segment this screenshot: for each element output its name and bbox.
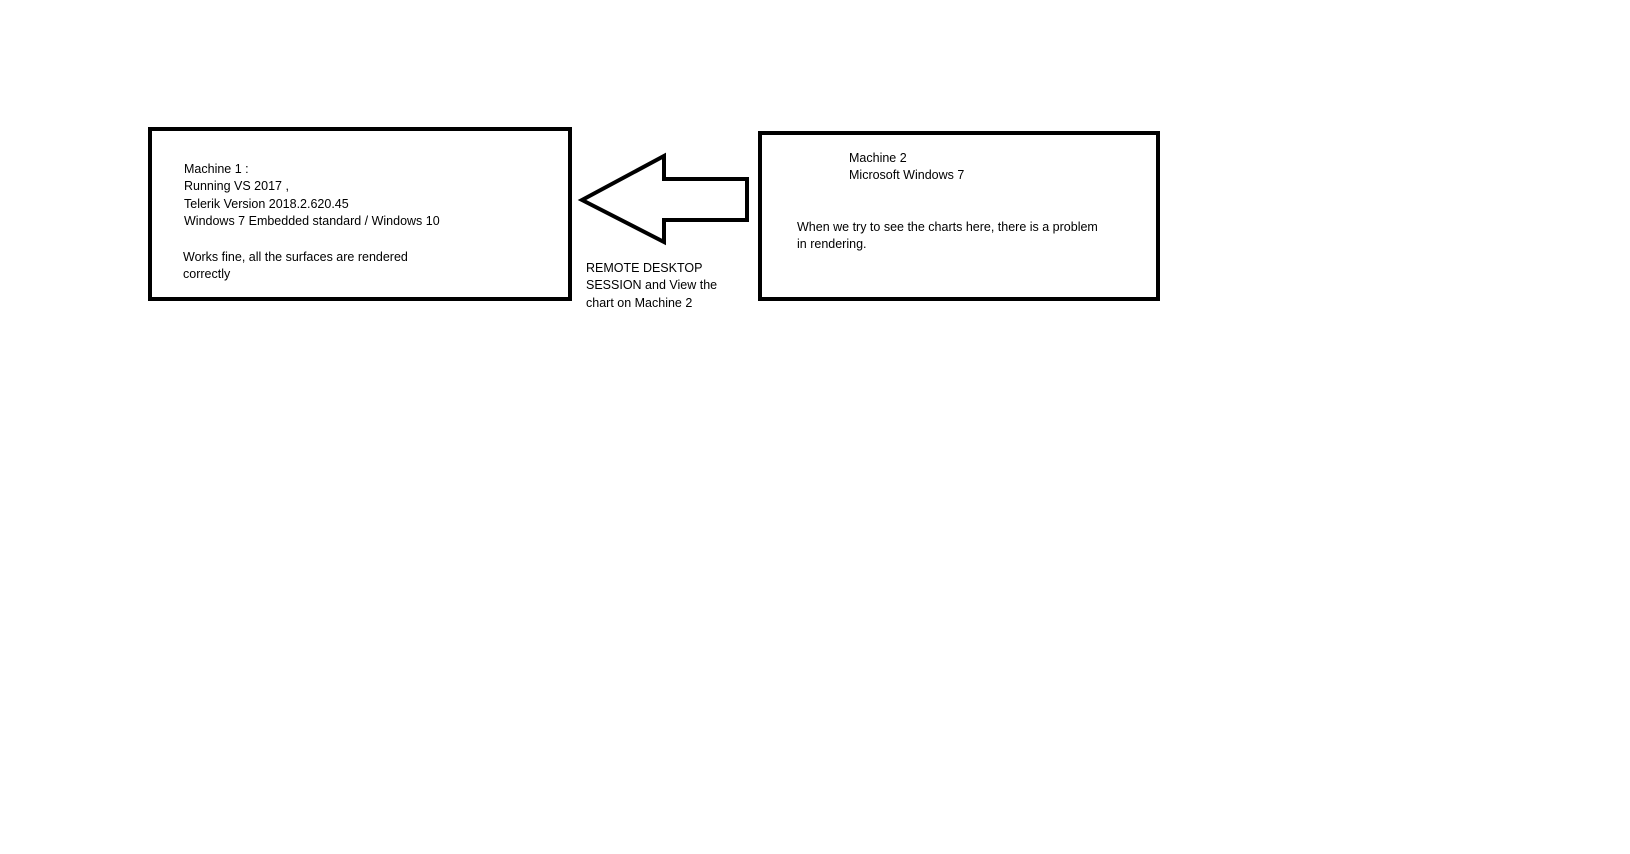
machine2-title: Machine 2 — [849, 151, 907, 165]
arrow-label-line: SESSION and View the — [586, 278, 718, 293]
arrow-label-line: REMOTE DESKTOP — [586, 261, 703, 275]
machine2-problem: When we try to see the charts here, ther… — [797, 219, 1098, 254]
machine1-status-line: Works fine, all the surfaces are rendere… — [183, 250, 408, 264]
machine2-problem-line: in rendering. — [797, 237, 867, 252]
machine1-ide: Running VS 2017 , — [184, 179, 289, 194]
machine2-os: Microsoft Windows 7 — [849, 168, 965, 183]
machine1-status-line: correctly — [183, 267, 231, 282]
arrow-label: REMOTE DESKTOP SESSION and View the char… — [586, 260, 717, 310]
machine2-details: Machine 2 Microsoft Windows 7 — [849, 150, 964, 185]
machine1-box — [148, 127, 572, 301]
machine1-os: Windows 7 Embedded standard / Windows 10 — [184, 213, 440, 228]
machine2-box — [758, 131, 1160, 301]
machine1-telerik-version: Telerik Version 2018.2.620.45 — [184, 196, 349, 211]
machine1-status: Works fine, all the surfaces are rendere… — [183, 249, 408, 284]
machine1-title: Machine 1 : — [184, 162, 249, 176]
machine2-problem-line: When we try to see the charts here, ther… — [797, 220, 1098, 234]
machine1-details: Machine 1 : Running VS 2017 , Telerik Ve… — [184, 161, 440, 230]
arrow-label-line: chart on Machine 2 — [586, 295, 693, 310]
